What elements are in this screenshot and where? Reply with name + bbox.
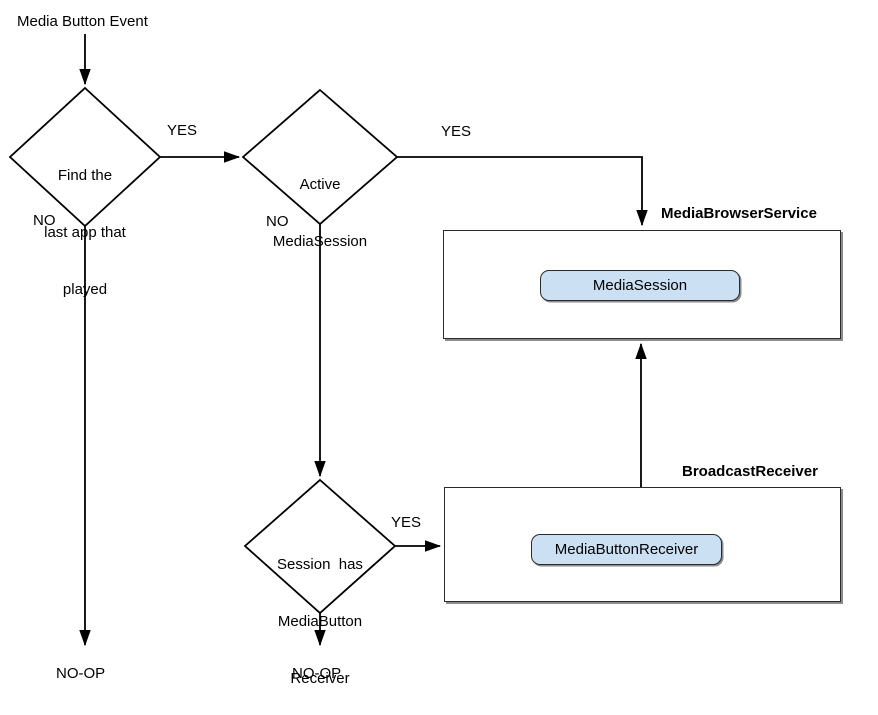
container-mediabrowserservice-title: MediaBrowserService <box>661 205 817 222</box>
decision-session-has-receiver-line-1: Session has <box>277 556 363 573</box>
terminal-noop-left: NO-OP <box>56 665 106 682</box>
decision-active-mediasession-line-1: Active <box>299 176 341 193</box>
decision-find-last-app-label: Find the last app that played <box>10 128 160 337</box>
connector-active-mediasession-yes <box>397 156 648 227</box>
terminal-noop-center: NO-OP <box>292 665 342 682</box>
decision-active-mediasession-line-2: MediaSession <box>272 233 368 250</box>
decision-active-mediasession-label: Active MediaSession <box>243 137 397 289</box>
edge-label-active-mediasession-no: NO <box>266 213 289 230</box>
entry-label: Media Button Event <box>17 13 148 30</box>
node-mediabuttonreceiver[interactable]: MediaButtonReceiver <box>531 534 722 565</box>
node-mediasession[interactable]: MediaSession <box>540 270 740 301</box>
decision-session-has-receiver-line-3: Receiver <box>290 670 350 687</box>
edge-label-active-mediasession-yes: YES <box>441 123 472 140</box>
decision-session-has-receiver-label: Session has MediaButton Receiver <box>245 517 395 715</box>
decision-find-last-app-line-2: last app that <box>44 224 126 241</box>
decision-session-has-receiver-line-2: MediaButton <box>277 613 363 630</box>
decision-find-last-app-line-3: played <box>62 281 108 298</box>
edge-label-find-last-app-yes: YES <box>167 122 198 139</box>
edge-label-session-has-receiver-yes: YES <box>391 514 422 531</box>
decision-find-last-app-line-1: Find the <box>57 167 113 184</box>
edge-label-find-last-app-no: NO <box>33 212 56 229</box>
container-broadcastreceiver-title: BroadcastReceiver <box>682 463 818 480</box>
